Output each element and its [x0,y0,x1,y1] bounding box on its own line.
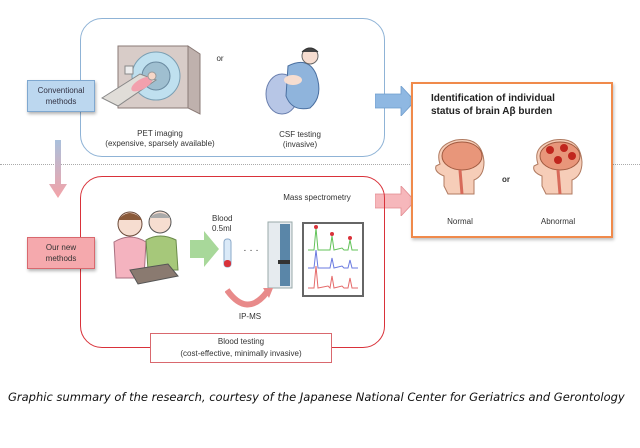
down-arrow-icon [49,140,67,198]
plaque-marker [568,152,576,160]
blood-testing-label: Blood testing (cost-effective, minimally… [150,333,332,363]
conventional-label-line1: Conventional [37,86,85,95]
peak-marker [348,236,352,240]
new-to-result-arrow-icon [375,186,416,216]
figure-caption: Graphic summary of the research, courtes… [8,390,625,404]
peak-marker [314,225,318,229]
blood-label: Blood [212,214,233,223]
section-divider [0,164,640,165]
conventional-methods-label: Conventional methods [27,80,95,112]
new-label-line2: methods [45,254,77,263]
green-arrow-icon [190,231,219,267]
ipms-curved-arrow-icon [225,288,273,308]
blood-draw-illustration [113,210,179,285]
new-label-line1: Our new [45,243,77,252]
csf-testing-illustration [265,47,320,115]
blood-amount: 0.5ml [212,224,232,233]
pet-imaging-caption: PET imaging (expensive, sparsely availab… [95,129,225,149]
mass-spectrometry-label: Mass spectrometry [283,193,351,202]
blood-tube-icon [223,238,232,268]
csf-testing-subtitle: (invasive) [282,140,318,149]
spectrum-red [308,265,358,290]
abnormal-brain-icon [533,138,583,195]
result-title-line2: status of brain Aβ burden [431,106,553,117]
normal-label: Normal [447,217,473,226]
new-methods-label: Our new methods [27,237,95,269]
blood-testing-subtitle: (cost-effective, minimally invasive) [180,349,302,358]
blood-testing-title: Blood testing [217,337,265,346]
plaque-marker [546,146,554,154]
spectrum-blue [308,249,358,269]
conventional-or-text: or [216,54,224,63]
result-title-line1: Identification of individual [431,93,555,104]
conventional-label-line2: methods [45,97,77,106]
peak-marker [330,232,334,236]
result-title: Identification of individual status of b… [431,92,611,118]
plaque-marker [554,156,562,164]
conventional-to-result-arrow-icon [375,86,416,116]
result-or-text: or [502,175,510,184]
mass-spectrometer-icon [267,221,293,289]
pet-imaging-title: PET imaging [137,129,183,138]
dots-separator: · · · [243,245,259,256]
blood-volume-label: Blood 0.5ml [212,214,242,234]
abnormal-label: Abnormal [540,217,576,226]
pet-imaging-subtitle: (expensive, sparsely available) [105,139,215,148]
mass-spectra-chart [302,222,364,297]
plaque-marker [560,144,568,152]
pet-scanner-illustration [100,45,201,115]
normal-brain-icon [435,138,485,195]
csf-testing-title: CSF testing [279,130,321,139]
csf-testing-caption: CSF testing (invasive) [260,130,340,150]
ipms-label: IP-MS [238,312,262,321]
